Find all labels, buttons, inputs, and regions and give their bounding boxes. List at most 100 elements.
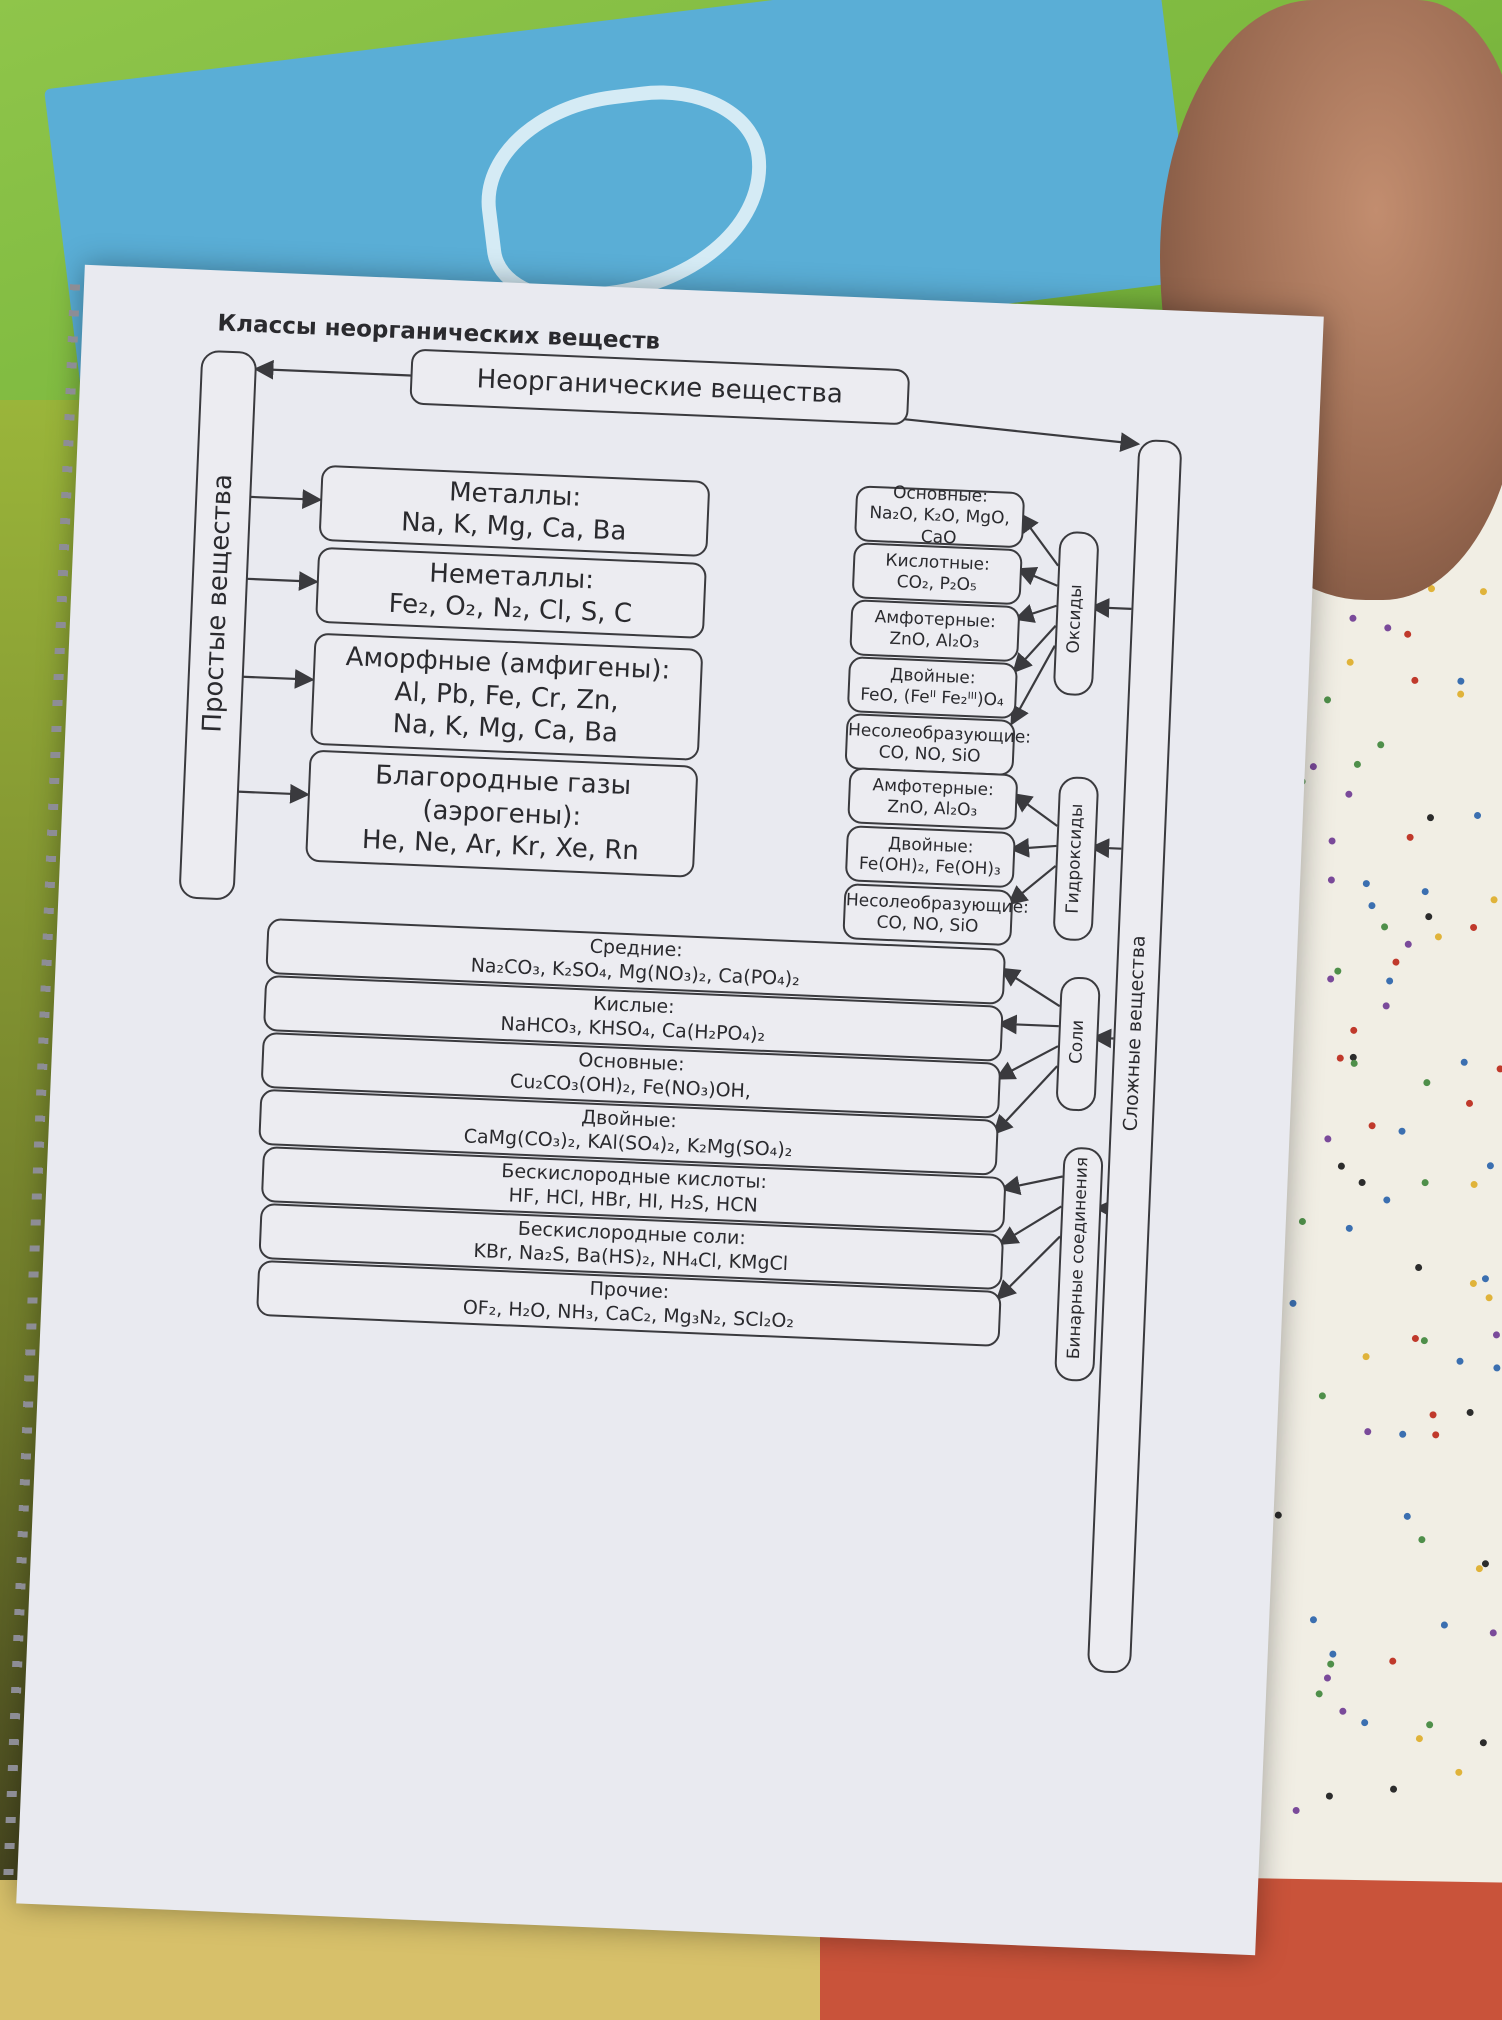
paper-speckle <box>1383 1196 1390 1203</box>
paper-speckle <box>1337 1055 1344 1062</box>
paper-speckle <box>1435 933 1442 940</box>
paper-speckle <box>1350 1027 1357 1034</box>
paper-speckle <box>1329 1651 1336 1658</box>
group-label: Гидроксиды <box>1063 803 1088 914</box>
paper-speckle <box>1327 1661 1334 1668</box>
paper-speckle <box>1418 1536 1425 1543</box>
simple-box-noble-gases: Благородные газы (аэрогены): He, Ne, Ar,… <box>305 750 698 878</box>
paper-speckle <box>1369 1122 1376 1129</box>
group-hydroxides: Гидроксиды <box>1052 776 1099 942</box>
paper-speckle <box>1416 1735 1423 1742</box>
paper-speckle <box>1405 941 1412 948</box>
paper-speckle <box>1389 1658 1396 1665</box>
paper-speckle <box>1338 1163 1345 1170</box>
paper-speckle <box>1327 975 1334 982</box>
paper-speckle <box>1319 1392 1326 1399</box>
paper-speckle <box>1415 1264 1422 1271</box>
paper-speckle <box>1392 959 1399 966</box>
paper-speckle <box>1347 659 1354 666</box>
paper-speckle <box>1480 1739 1487 1746</box>
paper-speckle <box>1470 924 1477 931</box>
paper-speckle <box>1404 1513 1411 1520</box>
paper-speckle <box>1299 1218 1306 1225</box>
paper-speckle <box>1324 1674 1331 1681</box>
paper-speckle <box>1466 1100 1473 1107</box>
paper-speckle <box>1363 1353 1370 1360</box>
group-label: Соли <box>1066 1019 1088 1064</box>
hydroxide-non-salt-forming: Несолеобразующие: CO, NO, SiO <box>842 883 1013 946</box>
paper-speckle <box>1493 1364 1500 1371</box>
paper-speckle <box>1361 1719 1368 1726</box>
paper-speckle <box>1349 615 1356 622</box>
paper-speckle <box>1497 1065 1502 1072</box>
paper-speckle <box>1359 1179 1366 1186</box>
paper-speckle <box>1334 968 1341 975</box>
paper-speckle <box>1456 1358 1463 1365</box>
paper-speckle <box>1422 888 1429 895</box>
oxide-basic: Основные: Na₂O, K₂O, MgO, CaO <box>854 485 1025 548</box>
group-oxides: Оксиды <box>1053 531 1100 697</box>
paper-speckle <box>1326 1793 1333 1800</box>
oxide-amphoteric: Амфотерные: ZnO, Al₂O₃ <box>849 599 1020 662</box>
paper-speckle <box>1487 1162 1494 1169</box>
paper-speckle <box>1316 1690 1323 1697</box>
paper-speckle <box>1432 1431 1439 1438</box>
paper-speckle <box>1482 1275 1489 1282</box>
paper-speckle <box>1351 1060 1358 1067</box>
paper-speckle <box>1368 902 1375 909</box>
paper-speckle <box>1363 880 1370 887</box>
paper-speckle <box>1461 1059 1468 1066</box>
paper-speckle <box>1441 1621 1448 1628</box>
paper-speckle <box>1404 631 1411 638</box>
paper-speckle <box>1346 1225 1353 1232</box>
hydroxide-double: Двойные: Fe(OH)₂, Fe(OH)₃ <box>845 825 1016 888</box>
paper-speckle <box>1471 1181 1478 1188</box>
paper-speckle <box>1310 1616 1317 1623</box>
paper-speckle <box>1398 1128 1405 1135</box>
paper-speckle <box>1482 1560 1489 1567</box>
paper-speckle <box>1275 1512 1282 1519</box>
paper-speckle <box>1354 761 1361 768</box>
paper-speckle <box>1493 1331 1500 1338</box>
paper-speckle <box>1377 741 1384 748</box>
paper-speckle <box>1383 1002 1390 1009</box>
paper-speckle <box>1474 812 1481 819</box>
paper-speckle <box>1324 1135 1331 1142</box>
paper-speckle <box>1293 1807 1300 1814</box>
paper-speckle <box>1470 1280 1477 1287</box>
paper-speckle <box>1345 791 1352 798</box>
paper-speckle <box>1289 1300 1296 1307</box>
notebook-page: Классы неорганических веществ <box>16 265 1324 1955</box>
hydroxide-amphoteric: Амфотерные: ZnO, Al₂O₃ <box>847 767 1018 830</box>
paper-speckle <box>1430 1411 1437 1418</box>
paper-speckle <box>1407 834 1414 841</box>
paper-speckle <box>1329 837 1336 844</box>
oxide-non-salt-forming: Несолеобразующие: CO, NO, SiO <box>844 713 1015 776</box>
paper-speckle <box>1324 696 1331 703</box>
paper-speckle <box>1457 691 1464 698</box>
group-salts: Соли <box>1055 976 1101 1112</box>
simple-box-amphigens: Аморфные (амфигены): Al, Pb, Fe, Cr, Zn,… <box>310 633 703 761</box>
paper-speckle <box>1364 1428 1371 1435</box>
oxide-acidic: Кислотные: CO₂, P₂O₅ <box>852 542 1023 605</box>
group-label: Оксиды <box>1063 584 1086 654</box>
paper-speckle <box>1486 1294 1493 1301</box>
paper-speckle <box>1455 1769 1462 1776</box>
paper-speckle <box>1384 624 1391 631</box>
paper-speckle <box>1476 1565 1483 1572</box>
simple-box-metals: Металлы: Na, K, Mg, Ca, Ba <box>319 465 711 557</box>
paper-speckle <box>1339 1708 1346 1715</box>
paper-speckle <box>1423 1079 1430 1086</box>
simple-substances-label: Простые вещества <box>197 473 238 733</box>
paper-speckle <box>1310 763 1317 770</box>
paper-speckle <box>1426 1721 1433 1728</box>
complex-substances-label: Сложные вещества <box>1120 935 1150 1132</box>
oxide-double: Двойные: FeO, (Feᴵᴵ Fe₂ᴵᴵᴵ)O₄ <box>847 656 1018 719</box>
paper-speckle <box>1490 1629 1497 1636</box>
paper-speckle <box>1381 923 1388 930</box>
paper-speckle <box>1427 814 1434 821</box>
paper-speckle <box>1412 1335 1419 1342</box>
simple-box-nonmetals: Неметаллы: Fe₂, O₂, N₂, Cl, S, C <box>315 547 707 639</box>
root-label: Неорганические вещества <box>412 360 908 413</box>
paper-speckle <box>1467 1409 1474 1416</box>
